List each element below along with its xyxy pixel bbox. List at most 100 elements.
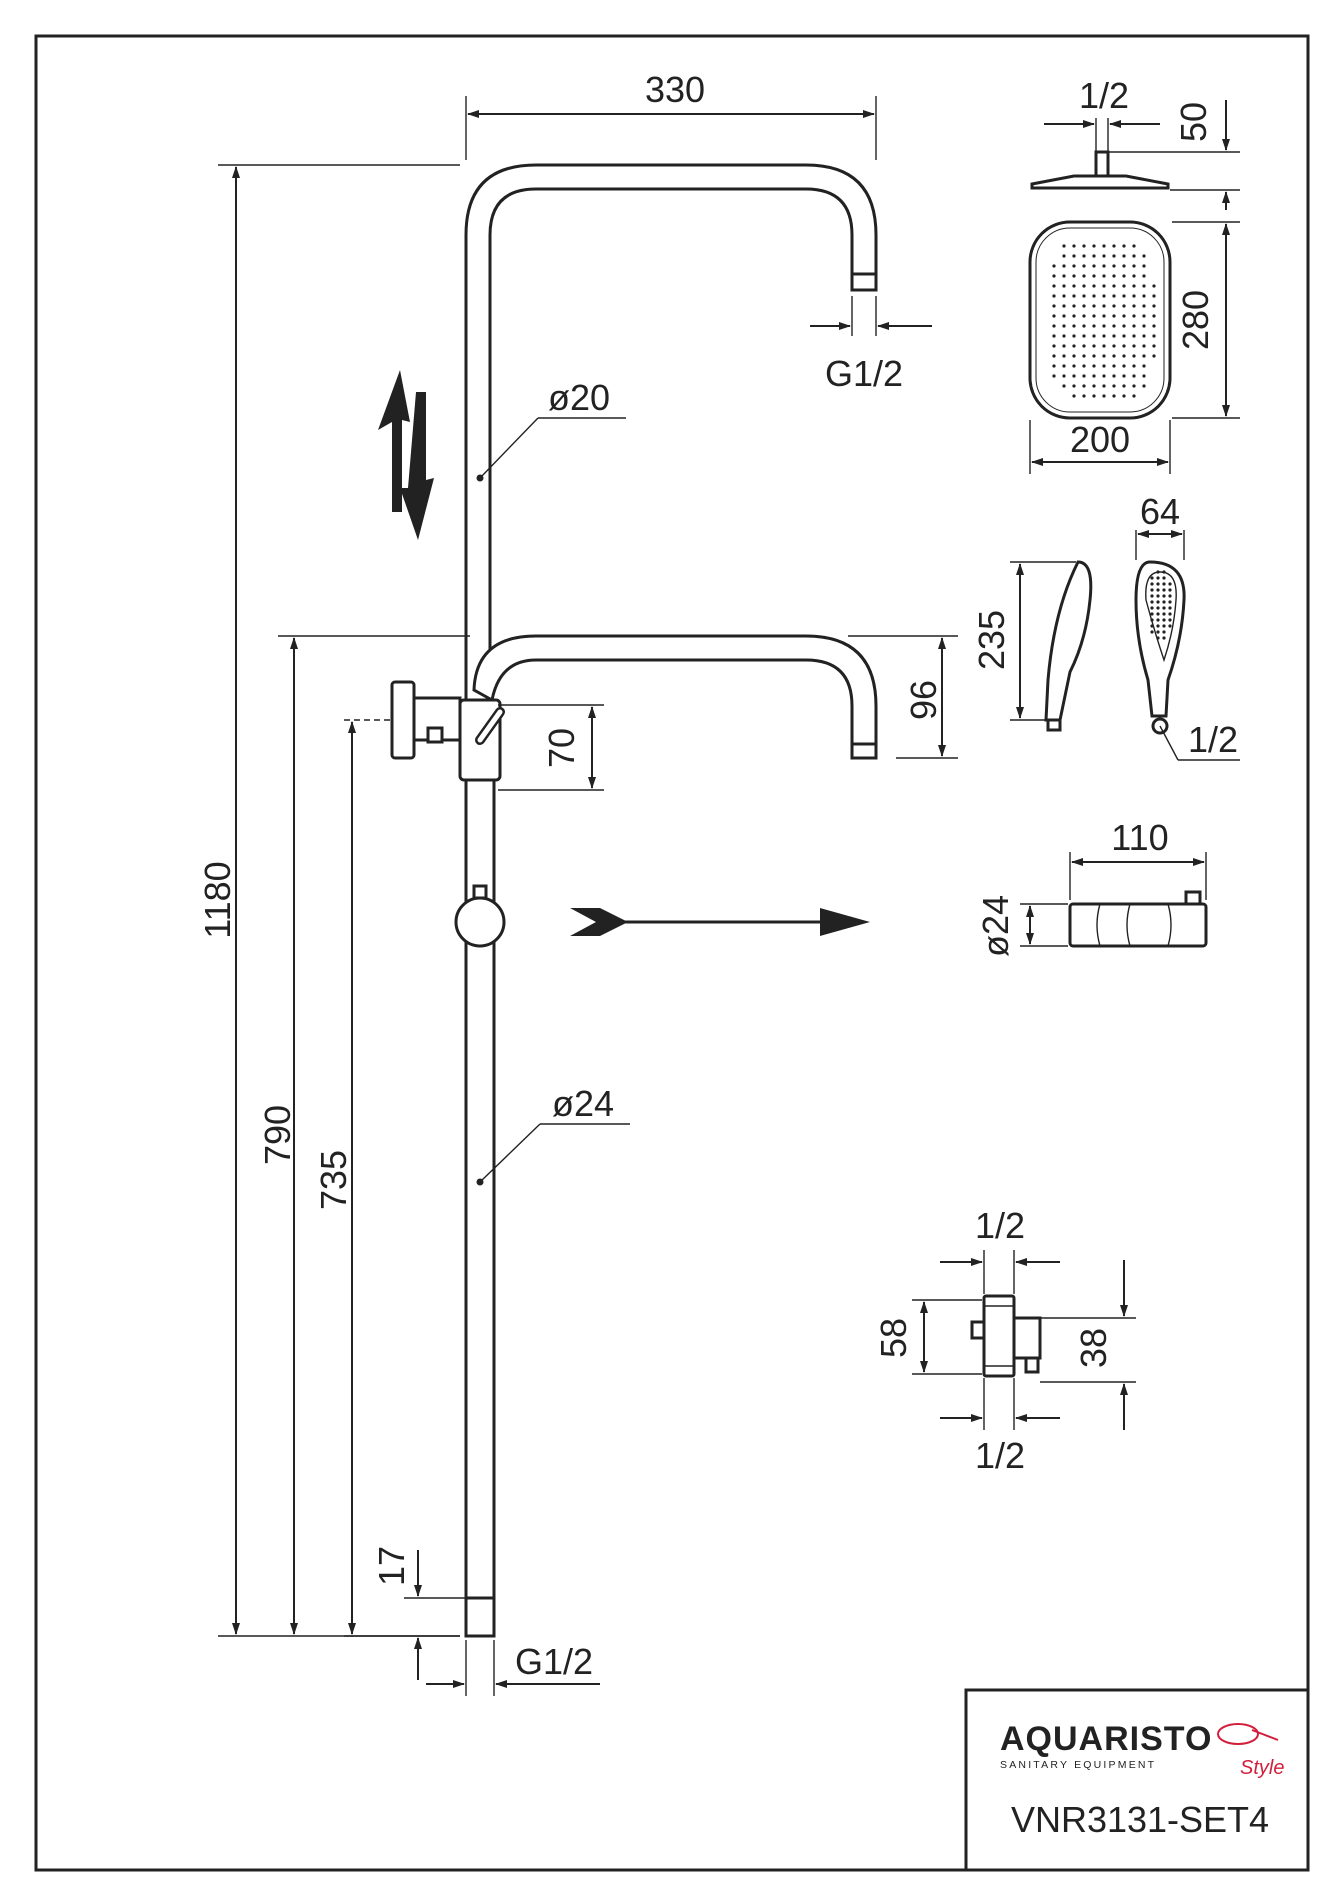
nozzle-dot — [1062, 354, 1066, 358]
nozzle-dot — [1142, 274, 1146, 278]
dim-50: 50 — [1108, 100, 1240, 210]
dim-38: 38 — [1040, 1260, 1136, 1430]
nozzle-dot — [1162, 630, 1166, 634]
dim-17: 17 — [371, 1546, 466, 1680]
nozzle-dot — [1150, 594, 1154, 598]
dim-58: 58 — [873, 1299, 982, 1375]
nozzle-dot — [1168, 618, 1172, 622]
nozzle-dot — [1156, 594, 1160, 598]
nozzle-dot — [1132, 284, 1136, 288]
nozzle-dot — [1162, 606, 1166, 610]
dim-bottom-g12: G1/2 — [426, 1640, 600, 1696]
nozzle-dot — [1072, 394, 1076, 398]
nozzle-dot — [1102, 254, 1106, 258]
nozzle-dot — [1082, 324, 1086, 328]
nozzle-dot — [1122, 254, 1126, 258]
nozzle-dot — [1092, 314, 1096, 318]
dim-label-hand-connection: 1/2 — [1188, 719, 1238, 760]
nozzle-dot — [1112, 364, 1116, 368]
nozzle-dot — [1142, 384, 1146, 388]
nozzle-dot — [1112, 244, 1116, 248]
nozzle-dot — [1072, 354, 1076, 358]
hand-shower-nozzles — [1150, 570, 1172, 640]
nozzle-dot — [1122, 304, 1126, 308]
nozzle-dot — [1072, 314, 1076, 318]
nozzle-dot — [1072, 284, 1076, 288]
nozzle-dot — [1102, 354, 1106, 358]
nozzle-dot — [1168, 612, 1172, 616]
nozzle-dot — [1102, 364, 1106, 368]
drawing-border — [34, 34, 1310, 1872]
nozzle-dot — [1162, 576, 1166, 580]
dim-label-d20: ø20 — [548, 377, 610, 418]
nozzle-dot — [1102, 284, 1106, 288]
nozzle-dot — [1132, 314, 1136, 318]
nozzle-dot — [1150, 612, 1154, 616]
right-arrow-icon — [570, 908, 870, 936]
nozzle-dot — [1122, 334, 1126, 338]
dim-label-110: 110 — [1111, 817, 1168, 858]
nozzle-dot — [1082, 314, 1086, 318]
dim-slider-d24: ø24 — [975, 895, 1068, 957]
nozzle-dot — [1102, 334, 1106, 338]
hand-shower-front-view — [1134, 560, 1186, 735]
nozzle-dot — [1062, 334, 1066, 338]
nozzle-dot — [1152, 334, 1156, 338]
dim-label-235: 235 — [971, 610, 1012, 670]
nozzle-dot — [1156, 600, 1160, 604]
nozzle-dot — [1092, 304, 1096, 308]
brand-logo: AQUARISTO SANITARY EQUIPMENT Style — [1000, 1720, 1284, 1779]
nozzle-dot — [1102, 274, 1106, 278]
nozzle-dot — [1112, 304, 1116, 308]
hand-shower-side-view — [1044, 560, 1093, 732]
dim-235: 235 — [971, 561, 1076, 721]
nozzle-dot — [1092, 394, 1096, 398]
nozzle-dot — [1062, 284, 1066, 288]
nozzle-dot — [1156, 576, 1160, 580]
head-shower-top-view — [1028, 220, 1172, 420]
dim-label-200: 200 — [1070, 419, 1130, 460]
nozzle-dot — [1072, 304, 1076, 308]
nozzle-dot — [1072, 264, 1076, 268]
nozzle-dot — [1162, 570, 1166, 574]
nozzle-dot — [1092, 334, 1096, 338]
dim-64: 64 — [1135, 491, 1185, 560]
nozzle-dot — [1162, 618, 1166, 622]
nozzle-dot — [1072, 344, 1076, 348]
nozzle-dot — [1062, 344, 1066, 348]
nozzle-dot — [1132, 244, 1136, 248]
up-down-arrow-icon — [378, 370, 434, 540]
nozzle-dot — [1156, 636, 1160, 640]
nozzle-dot — [1162, 582, 1166, 586]
leader-hand-half: 1/2 — [1159, 719, 1240, 761]
nozzle-dot — [1112, 264, 1116, 268]
nozzle-dot — [1102, 394, 1106, 398]
nozzle-dot — [1092, 384, 1096, 388]
head-shower-nozzles — [1052, 244, 1156, 398]
nozzle-dot — [1092, 254, 1096, 258]
nozzle-dot — [1132, 294, 1136, 298]
nozzle-dot — [1082, 294, 1086, 298]
title-block: AQUARISTO SANITARY EQUIPMENT Style VNR31… — [964, 1688, 1310, 1872]
nozzle-dot — [1052, 364, 1056, 368]
nozzle-dot — [1132, 364, 1136, 368]
bottom-nut — [464, 1596, 496, 1638]
nozzle-dot — [1122, 294, 1126, 298]
nozzle-dot — [1168, 582, 1172, 586]
nozzle-dot — [1052, 324, 1056, 328]
nozzle-dot — [1132, 354, 1136, 358]
nozzle-dot — [1152, 344, 1156, 348]
nozzle-dot — [1052, 354, 1056, 358]
nozzle-dot — [1122, 314, 1126, 318]
nozzle-dot — [1122, 344, 1126, 348]
nozzle-dot — [1052, 284, 1056, 288]
nozzle-dot — [1162, 600, 1166, 604]
nozzle-dot — [1132, 344, 1136, 348]
leader-d20: ø20 — [479, 377, 626, 479]
nozzle-dot — [1122, 354, 1126, 358]
nozzle-dot — [1102, 314, 1106, 318]
nozzle-dot — [1102, 324, 1106, 328]
brand-tagline: SANITARY EQUIPMENT — [1000, 1759, 1156, 1771]
nozzle-dot — [1156, 618, 1160, 622]
nozzle-dot — [1062, 244, 1066, 248]
